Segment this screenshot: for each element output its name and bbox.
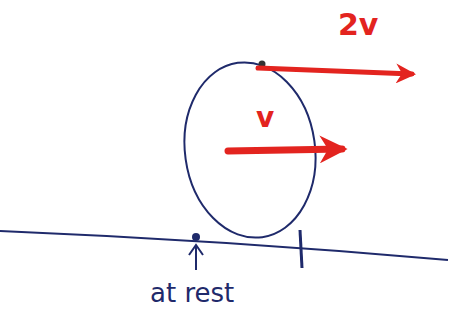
velocity-label: v: [256, 104, 274, 132]
contact-label: at rest: [150, 280, 234, 306]
pointer-arrow: [189, 245, 203, 270]
ground-line: [0, 231, 448, 260]
contact-point: [192, 233, 200, 241]
ground-tick: [300, 230, 302, 268]
velocity-arrow-top: [258, 68, 412, 74]
velocity-label: 2v: [338, 10, 378, 40]
velocity-arrow-center: [228, 149, 342, 151]
